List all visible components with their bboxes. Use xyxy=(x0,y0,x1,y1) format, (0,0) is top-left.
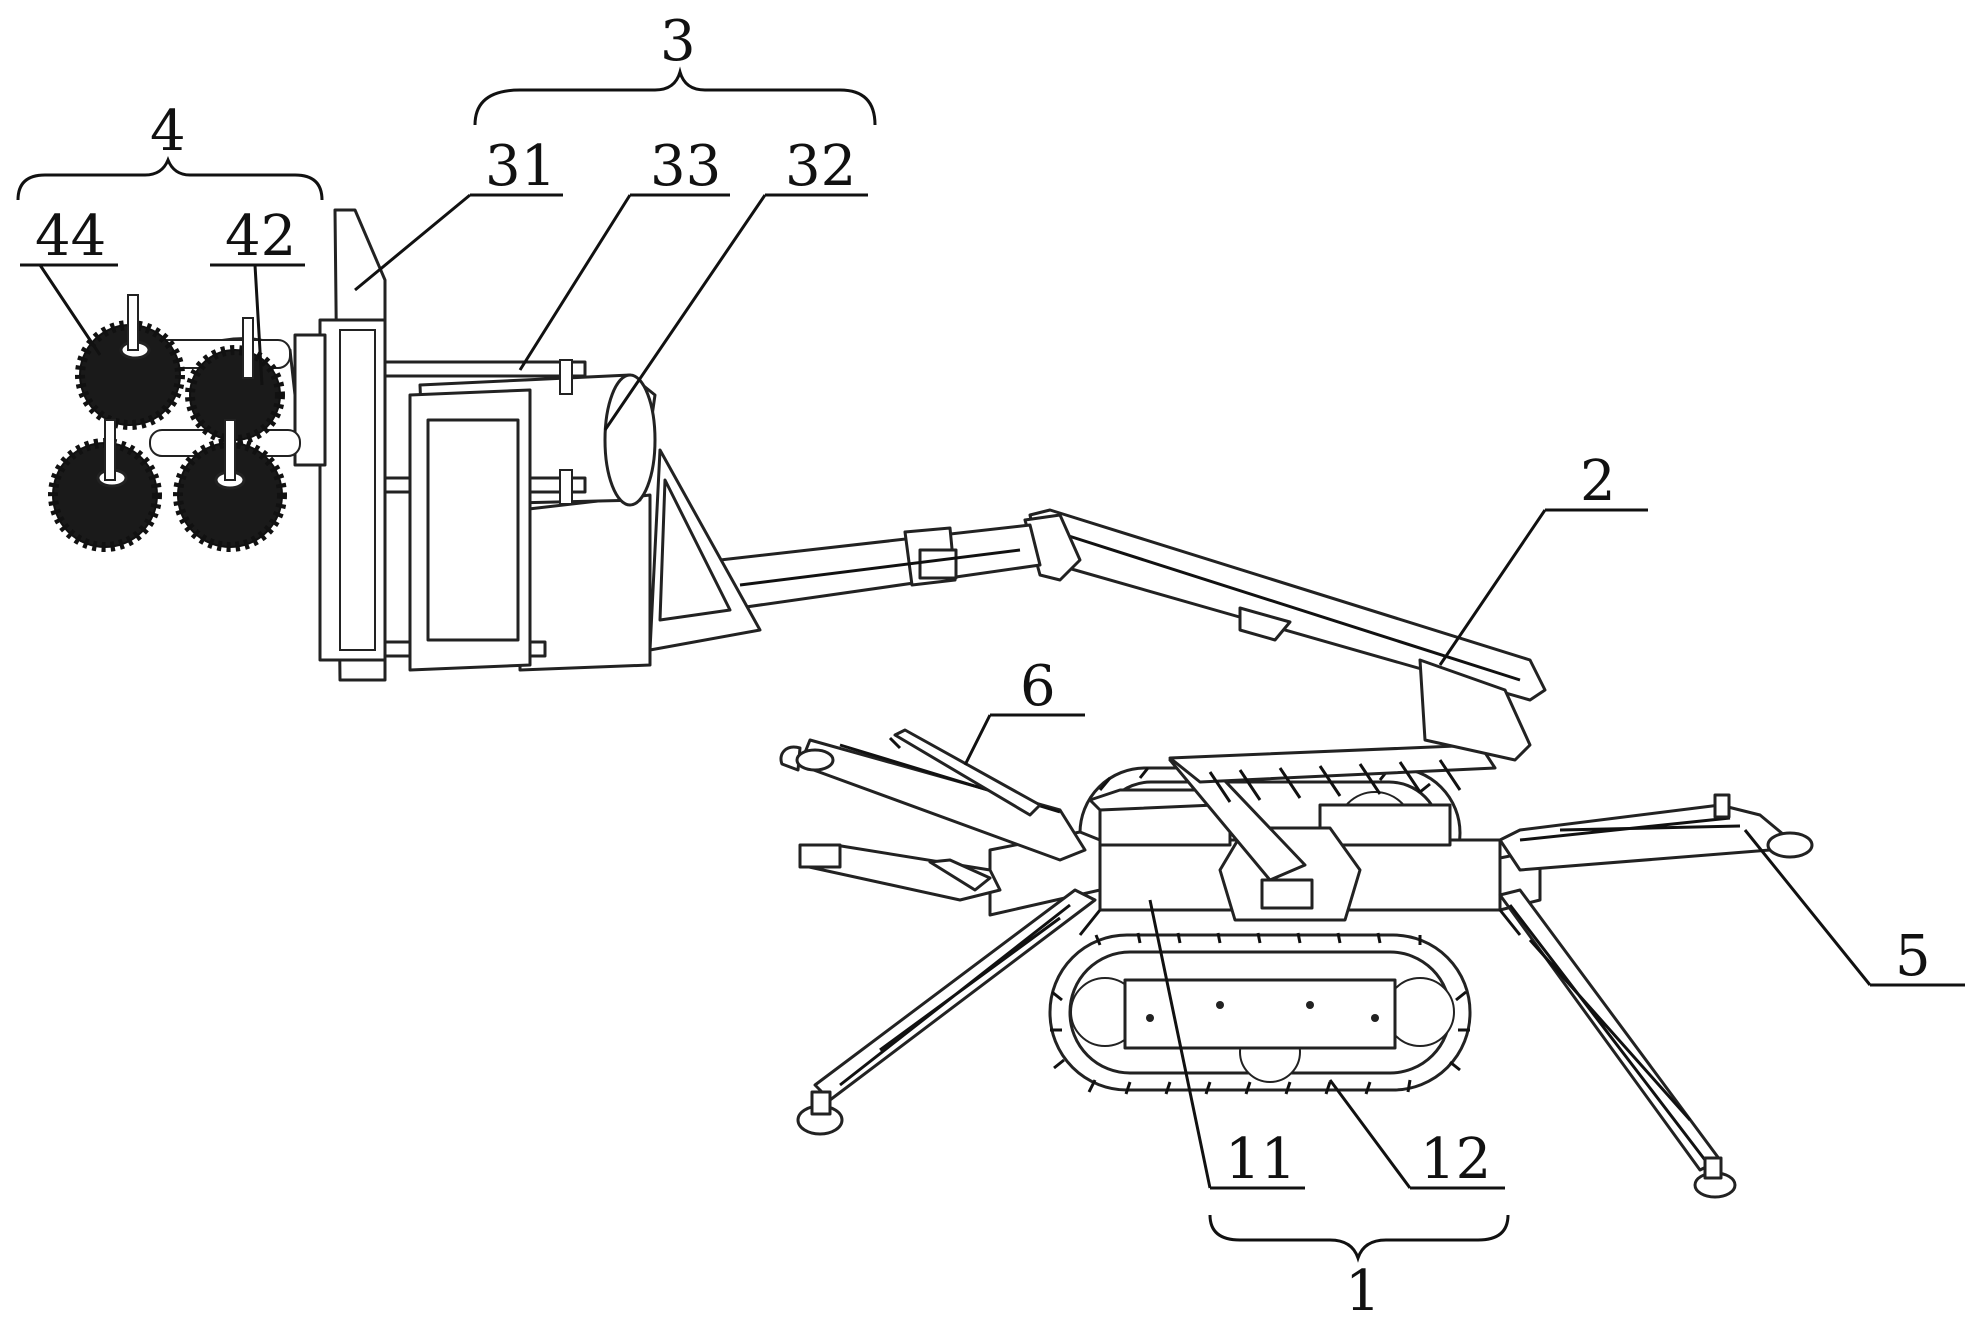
label-42: 42 xyxy=(225,204,296,269)
label-44: 44 xyxy=(35,204,106,269)
label-1: 1 xyxy=(1345,1259,1381,1322)
brush-assembly xyxy=(48,294,327,552)
label-3: 3 xyxy=(660,9,696,74)
outrigger-upper-left xyxy=(779,728,1087,862)
outrigger-lower-left xyxy=(796,888,1097,1136)
front-track xyxy=(1048,932,1472,1095)
crawler-chassis xyxy=(988,743,1542,1095)
label-31: 31 xyxy=(485,134,556,199)
label-32: 32 xyxy=(785,134,856,199)
label-5: 5 xyxy=(1895,924,1931,989)
brace-1 xyxy=(1208,1214,1510,1263)
turret xyxy=(1168,743,1497,922)
outriggers xyxy=(779,728,1814,1199)
outrigger-right xyxy=(1498,793,1814,872)
brush-lower-left xyxy=(48,419,162,552)
label-4: 4 xyxy=(150,99,186,164)
brush-upper-left xyxy=(75,294,185,430)
label-12: 12 xyxy=(1420,1127,1491,1192)
label-6: 6 xyxy=(1020,654,1056,719)
outrigger-mid-left xyxy=(798,843,1002,902)
label-2: 2 xyxy=(1580,449,1616,514)
boom-arm xyxy=(718,508,1547,762)
brace-4 xyxy=(16,155,324,201)
label-33: 33 xyxy=(650,134,721,199)
brush-lower-right xyxy=(173,419,287,552)
outrigger-lower-right xyxy=(1498,888,1737,1199)
leader-lines xyxy=(20,193,1965,1190)
mounting-frame xyxy=(318,208,532,682)
label-11: 11 xyxy=(1225,1127,1296,1192)
labels: 3 4 31 33 32 44 42 2 6 5 11 12 1 xyxy=(35,9,1931,1322)
braces xyxy=(16,66,1510,1263)
working-head xyxy=(318,208,762,682)
brace-3 xyxy=(473,66,877,126)
